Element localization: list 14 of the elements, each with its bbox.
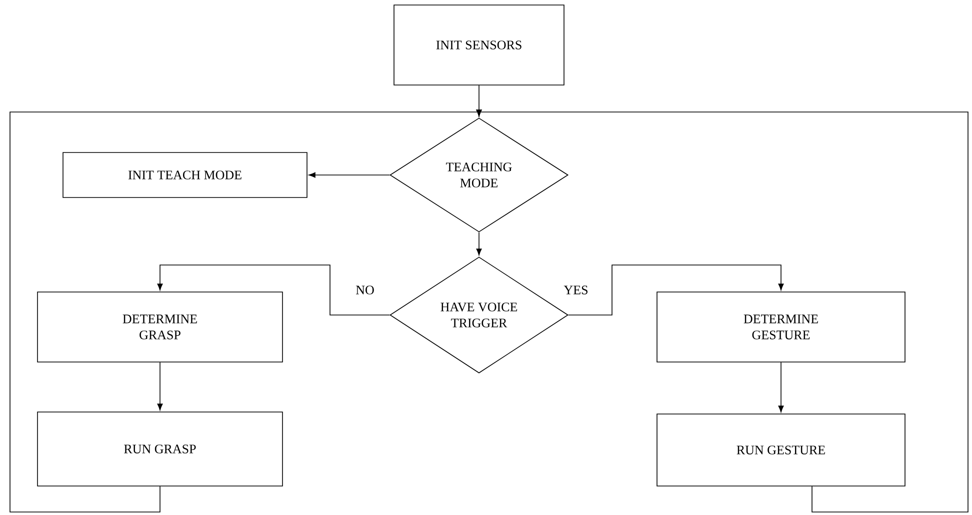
arrow [476, 232, 482, 256]
arrow [778, 362, 784, 412]
process-box: RUN GRASP [37, 412, 283, 486]
arrow [568, 264, 784, 316]
edge-label: NO [354, 284, 376, 296]
process-box: DETERMINE GESTURE [656, 292, 906, 362]
process-box: RUN GESTURE [656, 414, 906, 486]
arrow [157, 362, 163, 410]
arrow [308, 172, 390, 178]
process-box: DETERMINE GRASP [37, 292, 283, 362]
process-box: INIT TEACH MODE [62, 152, 308, 198]
arrow [476, 110, 968, 512]
arrow [157, 264, 390, 316]
process-box: INIT SENSORS [394, 4, 564, 86]
